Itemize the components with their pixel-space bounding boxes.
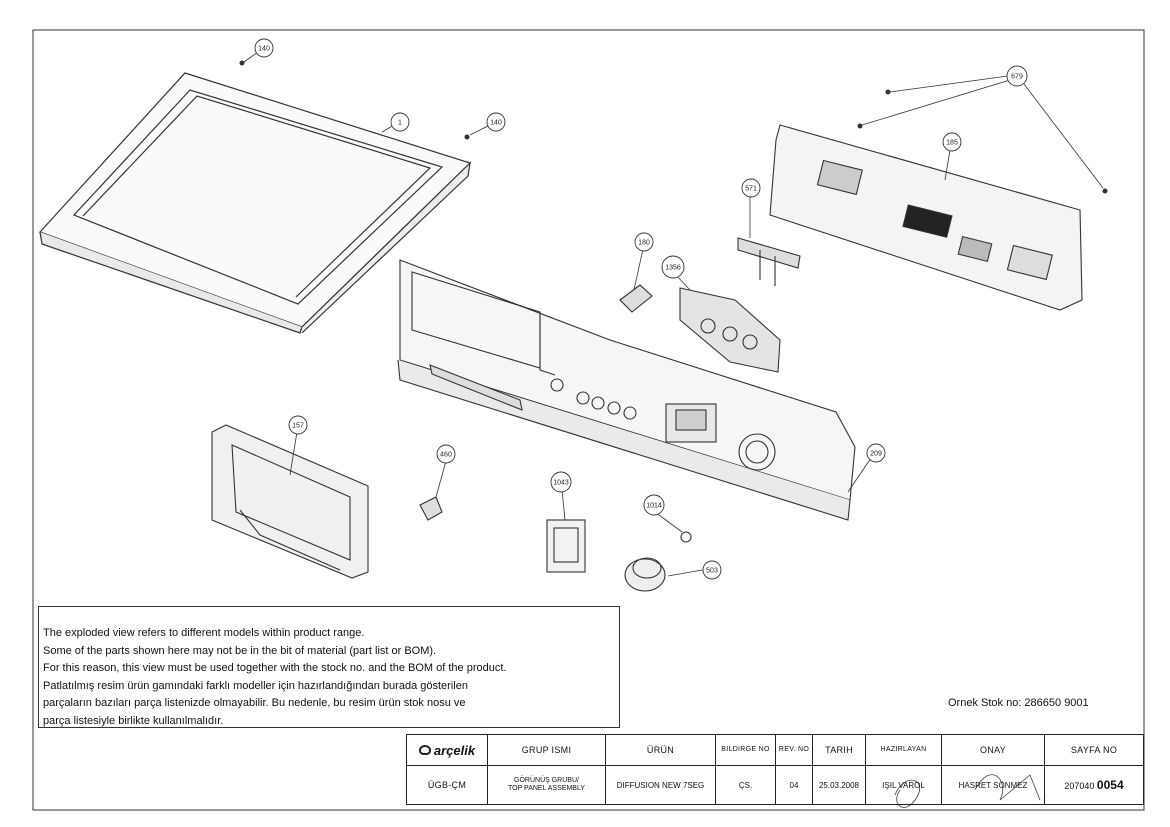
note-line: The exploded view refers to different mo… <box>43 627 365 639</box>
top-lid-part <box>38 72 472 334</box>
callout-157: 157 <box>288 415 308 435</box>
value-page-no: 207040 0054 <box>1044 765 1144 805</box>
callout-1356: 1356 <box>661 255 685 279</box>
svg-text:209: 209 <box>870 451 882 458</box>
callout-labels: 140 1 140 679 185 571 180 1356 157 460 1… <box>254 38 1028 580</box>
svg-text:460: 460 <box>440 452 452 459</box>
callout-185: 185 <box>942 132 962 152</box>
value-product: DIFFUSION NEW 7SEG <box>605 765 716 805</box>
svg-text:140: 140 <box>258 46 270 53</box>
value-rev-no: 04 <box>775 765 813 805</box>
svg-text:1014: 1014 <box>646 503 662 510</box>
callout-679: 679 <box>1006 65 1028 87</box>
header-product: ÜRÜN <box>605 734 716 766</box>
arcelik-logo-icon <box>418 745 431 755</box>
value-code: ÜGB-ÇM <box>406 765 488 805</box>
page-suffix: 0054 <box>1096 778 1124 792</box>
stock-number-text: Ornek Stok no: 286650 9001 <box>948 697 1089 709</box>
note-line: parçaların bazıları parça listenizde olm… <box>43 697 466 710</box>
svg-text:1356: 1356 <box>665 265 681 272</box>
value-date: 25.03.2008 <box>812 765 866 805</box>
callout-1014: 1014 <box>643 494 665 516</box>
screws <box>239 60 1108 194</box>
disclaimer-note: The exploded view refers to different mo… <box>38 606 620 728</box>
callout-1043: 1043 <box>550 471 572 493</box>
value-bildirge-no: ÇS. <box>715 765 776 805</box>
drawer-handle-part <box>211 424 369 579</box>
control-panel-part <box>397 259 856 521</box>
value-prepared: IŞIL VAROL <box>865 765 942 805</box>
svg-text:1: 1 <box>398 120 402 127</box>
header-date: TARIH <box>812 734 866 766</box>
svg-text:571: 571 <box>745 186 757 193</box>
note-line: parça listesiyle birlikte kullanılmalıdı… <box>43 714 224 727</box>
note-line: Patlatılmış resim ürün gamındaki farklı … <box>43 679 468 692</box>
header-prepared: HAZIRLAYAN <box>865 734 942 766</box>
svg-text:157: 157 <box>292 423 304 430</box>
group-name-line-1: GÖRÜNÜŞ GRUBU/ <box>514 777 579 784</box>
callout-140-a: 140 <box>254 38 274 58</box>
svg-text:140: 140 <box>490 120 502 127</box>
callout-140-b: 140 <box>486 112 506 132</box>
callout-571: 571 <box>741 178 761 198</box>
header-rev-no: REV. NO <box>775 734 813 766</box>
svg-text:1043: 1043 <box>553 480 569 487</box>
small-parts <box>419 237 801 592</box>
page-prefix: 207040 <box>1064 781 1095 791</box>
callout-209: 209 <box>866 443 886 463</box>
leader-lines <box>243 51 1104 577</box>
callout-180: 180 <box>634 232 654 252</box>
brand-logo: arçelik <box>406 734 488 766</box>
header-page-no: SAYFA NO <box>1044 734 1144 766</box>
svg-text:679: 679 <box>1011 74 1023 81</box>
svg-text:503: 503 <box>706 568 718 575</box>
header-group-name: GRUP ISMI <box>487 734 606 766</box>
group-name-line-2: TOP PANEL ASSEMBLY <box>507 785 586 792</box>
note-line: Some of the parts shown here may not be … <box>43 644 437 657</box>
drawing-frame <box>32 29 1145 811</box>
header-bildirge-no: BILDIRGE NO <box>715 734 776 766</box>
note-line: For this reason, this view must be used … <box>43 662 507 675</box>
title-block: arçelik GRUP ISMI ÜRÜN BILDIRGE NO REV. … <box>406 734 1144 805</box>
value-group-name: GÖRÜNÜŞ GRUBU/ TOP PANEL ASSEMBLY <box>487 765 606 805</box>
svg-text:185: 185 <box>946 140 958 147</box>
callout-503: 503 <box>702 560 722 580</box>
callout-460: 460 <box>436 444 456 464</box>
pcb-board-part <box>769 124 1083 311</box>
callout-1: 1 <box>390 112 410 132</box>
header-approved: ONAY <box>941 734 1045 766</box>
value-approved: HASRET SÖNMEZ <box>941 765 1045 805</box>
svg-text:180: 180 <box>638 240 650 247</box>
